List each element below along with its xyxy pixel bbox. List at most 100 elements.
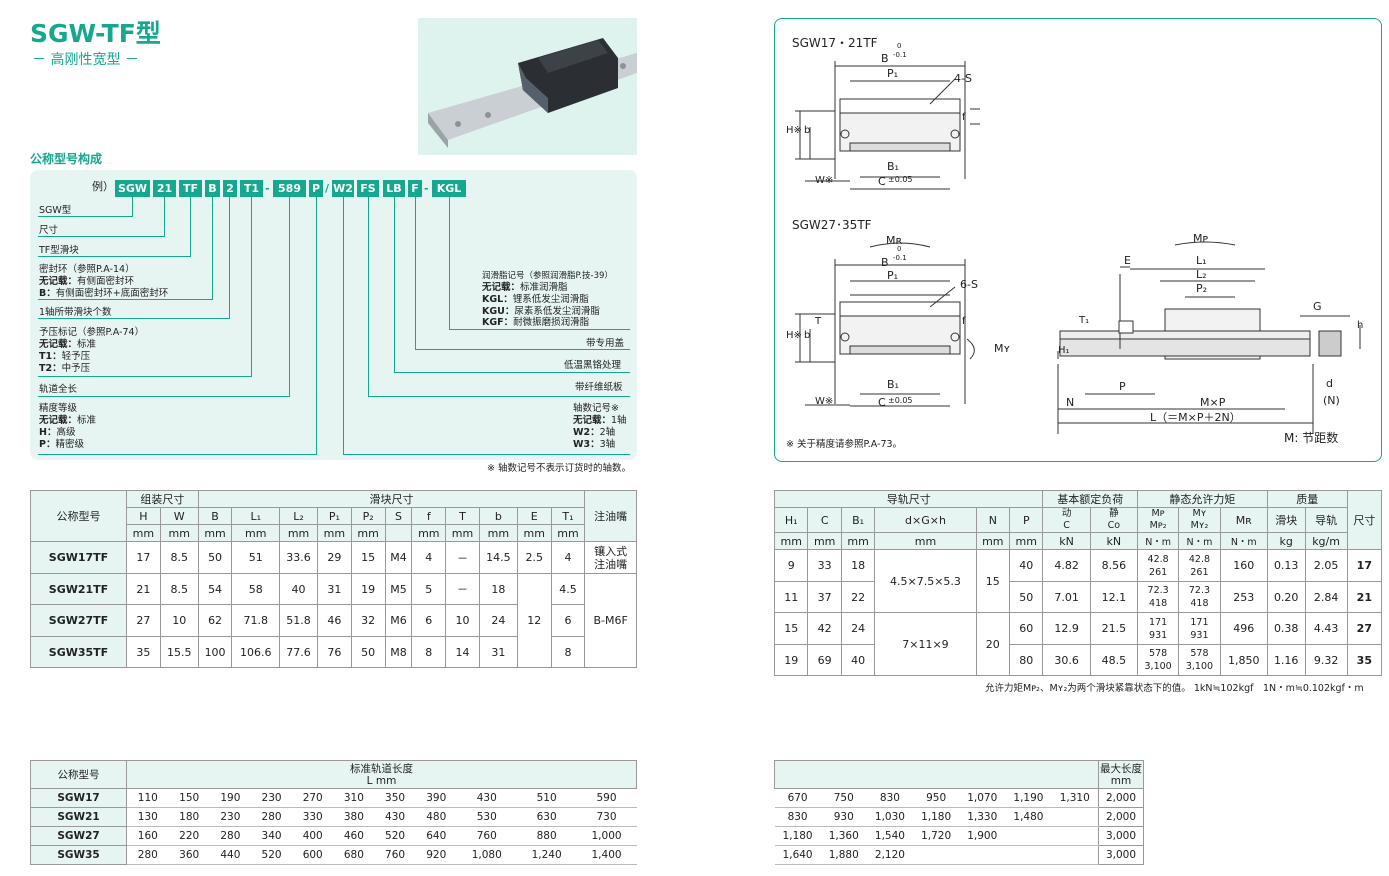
unit-cell: mm: [197, 524, 233, 542]
dim-h1: H₁: [1058, 345, 1070, 356]
col-h: H: [126, 507, 161, 525]
label-grease-title: 润滑脂记号（参照润滑脂P.技-39）: [482, 271, 613, 281]
unit-cell: N・m: [1178, 532, 1221, 550]
dim-l2: L₂: [1196, 268, 1207, 281]
unit-cell: mm: [840, 532, 876, 550]
unit-cell: mm: [279, 524, 319, 542]
col-l1: L₁: [231, 507, 281, 525]
dim-my: Mʏ: [994, 342, 1011, 355]
label-chrome: 低温黑铬处理: [564, 360, 622, 371]
label-grease-kgf: KGF：耐微振磨损润滑脂: [482, 317, 590, 328]
col-p2: P₂: [350, 507, 386, 525]
dim-p1: P₁: [887, 67, 899, 80]
label-preload-t1: T1：轻予压: [39, 351, 91, 362]
col-model: 公称型号: [30, 760, 127, 789]
col-rail: 导轨尺寸: [773, 490, 1044, 508]
unit-cell: mm: [231, 524, 281, 542]
dim-p1-2: P₁: [887, 269, 899, 282]
label-acc-none: 无记载：标准: [39, 415, 97, 426]
code-separator: -: [424, 182, 429, 195]
dim-b: B: [881, 52, 889, 65]
diagram-title-27-35: SGW27･35TF: [792, 218, 872, 232]
label-rail-length: 轨道全长: [39, 384, 78, 395]
unit-cell: mm: [126, 524, 161, 542]
dim-mxp: M×P: [1200, 396, 1226, 409]
unit-cell: kN: [1089, 532, 1138, 550]
code-chip: P: [309, 180, 323, 197]
dim-tol-bot-2: -0.1: [893, 254, 907, 262]
label-blocks: 1轴所带滑块个数: [39, 307, 112, 318]
dim-4s: 4-S: [954, 72, 972, 85]
dim-n-paren: (N): [1323, 394, 1340, 407]
unit-cell: kg/m: [1304, 532, 1348, 550]
label-preload-t2: T2：中予压: [39, 363, 91, 374]
dim-h-2: H※: [786, 330, 802, 341]
dim-l1: L₁: [1196, 254, 1207, 267]
dim-mp: Mᴘ: [1193, 232, 1209, 245]
code-chip: FS: [357, 180, 379, 197]
dim-d: d: [1326, 377, 1333, 390]
col-bsmall: b: [478, 507, 518, 525]
dim-n: N: [1066, 396, 1075, 409]
unit-cell: mm: [1009, 532, 1044, 550]
code-chip: 21: [153, 180, 176, 197]
dim-p: P: [1119, 380, 1126, 393]
dimension-diagram-panel: [774, 18, 1382, 462]
dim-c: C: [878, 175, 886, 188]
dim-b-2: B: [881, 256, 889, 269]
unit-cell: N・m: [1219, 532, 1268, 550]
unit-cell: mm: [350, 524, 386, 542]
dim-w: W※: [815, 175, 834, 186]
page-subtitle: － 高刚性宽型 －: [32, 52, 139, 68]
col-t1: T₁: [550, 507, 586, 525]
col-l2: L₂: [279, 507, 319, 525]
col-mass: 质量: [1266, 490, 1348, 508]
unit-cell: mm: [159, 524, 199, 542]
code-heading: 公称型号构成: [30, 152, 103, 166]
dim-t: T: [815, 316, 822, 327]
code-chip: 2: [223, 180, 237, 197]
code-chip: T1: [240, 180, 263, 197]
label-axis-none: 无记载：1轴: [573, 415, 627, 426]
label-axis-title: 轴数记号※: [573, 403, 619, 414]
label-axis-w2: W2：2轴: [573, 427, 616, 438]
col-mr: Mʀ: [1219, 507, 1268, 533]
col-h1: H₁: [773, 507, 809, 533]
unit-cell: mm: [773, 532, 809, 550]
col-model: 公称型号: [30, 490, 127, 542]
dim-t1: T₁: [1079, 315, 1090, 326]
col-p1: P₁: [317, 507, 352, 525]
label-acc-h: H：高级: [39, 427, 76, 438]
unit-cell: [384, 524, 413, 542]
label-preload-none: 无记载：标准: [39, 339, 97, 350]
dim-f: f: [962, 112, 966, 123]
dim-c-tol-2: ±0.05: [888, 396, 913, 405]
code-chip: F: [408, 180, 422, 197]
dim-tol-top: 0: [897, 42, 902, 50]
col-p: P: [1009, 507, 1044, 533]
code-panel: [30, 170, 637, 460]
col-rail-mass: 导轨: [1304, 507, 1348, 533]
dimension-drawings: [795, 61, 1361, 434]
product-photo: [418, 18, 637, 155]
unit-cell: mm: [516, 524, 552, 542]
